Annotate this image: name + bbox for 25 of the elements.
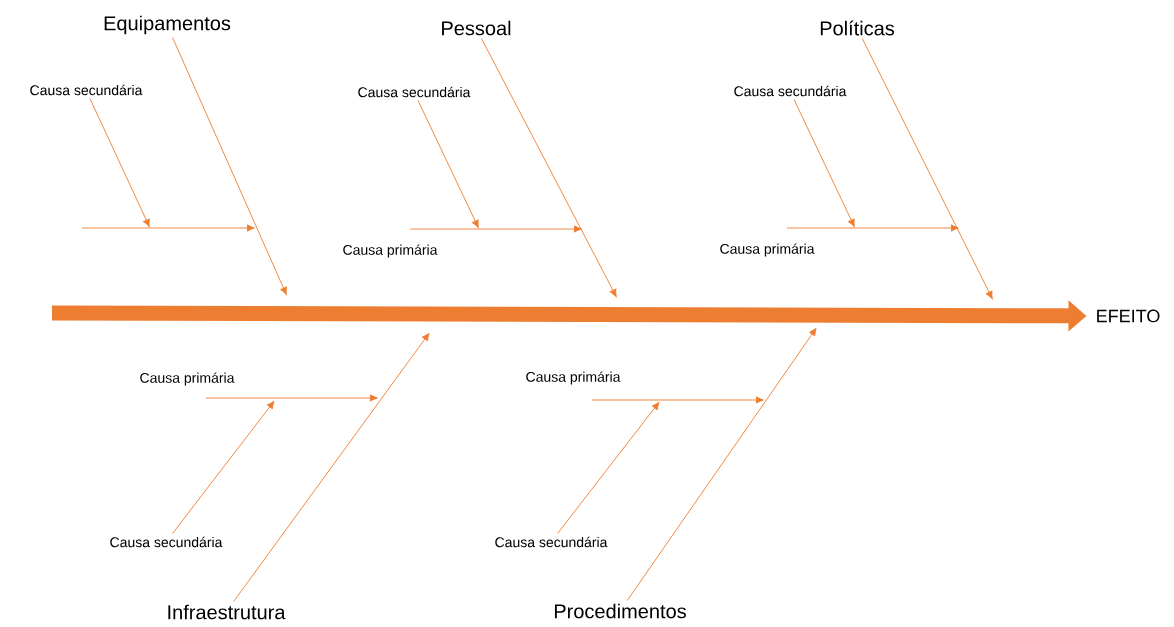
arrow bbox=[417, 100, 479, 228]
cause-label: Causa primária bbox=[526, 371, 621, 385]
cause-label: Causa secundária bbox=[30, 84, 143, 96]
category-label: Equipamentos bbox=[104, 15, 231, 35]
arrow bbox=[626, 327, 817, 601]
arrow bbox=[89, 98, 150, 227]
cause-label: Causa secundária bbox=[110, 536, 223, 548]
arrow bbox=[481, 38, 617, 298]
cause-label: Causa secundária bbox=[734, 85, 847, 97]
effect-label: EFEITO bbox=[1097, 309, 1160, 323]
arrow bbox=[861, 38, 993, 300]
cause-label: Causa secundária bbox=[495, 536, 608, 548]
category-label: Procedimentos bbox=[554, 603, 686, 619]
category-label: Políticas bbox=[820, 20, 895, 36]
arrow bbox=[233, 332, 430, 602]
cause-label: Causa secundária bbox=[358, 86, 471, 98]
cause-label: Causa primária bbox=[720, 243, 815, 257]
category-label: Infraestrutura bbox=[168, 604, 286, 620]
category-label: Pessoal bbox=[442, 20, 511, 36]
cause-label: Causa primária bbox=[140, 372, 235, 386]
arrow bbox=[172, 400, 275, 535]
cause-label: Causa primária bbox=[343, 244, 438, 258]
arrow bbox=[793, 99, 855, 227]
arrow bbox=[172, 37, 287, 295]
arrow bbox=[557, 401, 660, 535]
